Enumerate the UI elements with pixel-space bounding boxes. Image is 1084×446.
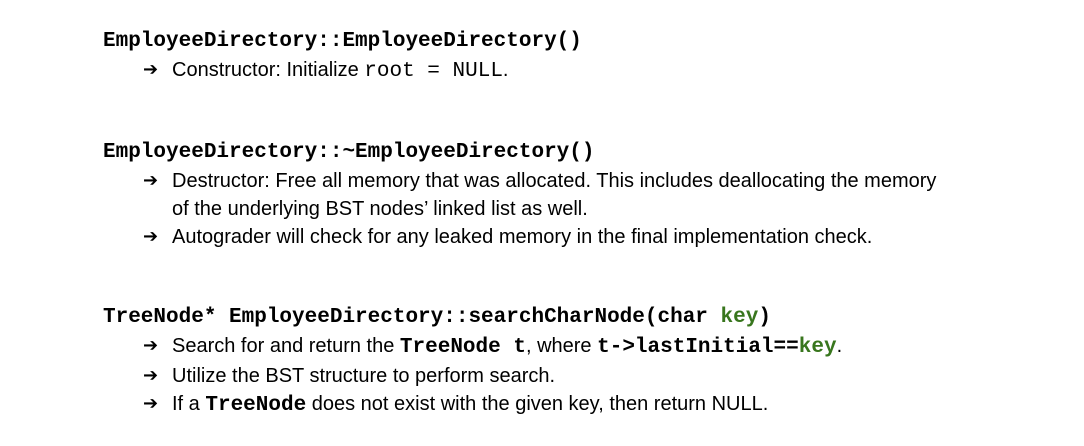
code-token: key bbox=[720, 306, 759, 329]
bullet-item: ➔ Autograder will check for any leaked me… bbox=[103, 223, 1084, 251]
function-signature: EmployeeDirectory::EmployeeDirectory() bbox=[103, 26, 1084, 56]
function-signature: EmployeeDirectory::~EmployeeDirectory() bbox=[103, 137, 1084, 167]
text-run: Constructor: Initialize bbox=[172, 59, 365, 81]
text-run: Autograder will check for any leaked mem… bbox=[172, 226, 873, 248]
text-run: , where bbox=[525, 335, 598, 357]
bullet-item: ➔ Destructor: Free all memory that was al… bbox=[103, 167, 1084, 223]
bullet-text: Destructor: Free all memory that was all… bbox=[172, 167, 954, 223]
function-spec-list: EmployeeDirectory::EmployeeDirectory()➔ C… bbox=[103, 26, 1084, 420]
arrow-bullet-icon: ➔ bbox=[143, 335, 159, 356]
code-token: EmployeeDirectory::~EmployeeDirectory() bbox=[103, 141, 595, 164]
code-token: t->lastInitial== bbox=[597, 336, 799, 359]
bullet-text: If a TreeNode does not exist with the gi… bbox=[172, 390, 768, 420]
bullet-text: Search for and return the TreeNode t, wh… bbox=[172, 332, 842, 362]
arrow-bullet-icon: ➔ bbox=[143, 170, 159, 191]
code-token: key bbox=[798, 336, 837, 359]
bullet-item: ➔ Search for and return the TreeNode t, w… bbox=[103, 332, 1084, 362]
function-signature: TreeNode* EmployeeDirectory::searchCharN… bbox=[103, 302, 1084, 332]
text-run: does not exist with the given key, then … bbox=[306, 393, 769, 415]
text-run: If a bbox=[172, 393, 206, 415]
code-token: TreeNode t bbox=[399, 336, 526, 359]
bullet-text: Autograder will check for any leaked mem… bbox=[172, 223, 872, 251]
bullet-text: Utilize the BST structure to perform sea… bbox=[172, 362, 555, 390]
section-destructor-spec: EmployeeDirectory::~EmployeeDirectory()➔… bbox=[103, 137, 1084, 251]
section-search-char-node-spec: TreeNode* EmployeeDirectory::searchCharN… bbox=[103, 302, 1084, 420]
arrow-bullet-icon: ➔ bbox=[143, 226, 159, 247]
text-run: . bbox=[836, 335, 843, 357]
text-run: Search for and return the bbox=[172, 335, 400, 357]
bullet-item: ➔ Utilize the BST structure to perform se… bbox=[103, 362, 1084, 390]
text-run: Utilize the BST structure to perform sea… bbox=[172, 365, 556, 387]
code-token: root = NULL bbox=[364, 60, 503, 83]
code-token: ) bbox=[758, 306, 771, 329]
arrow-bullet-icon: ➔ bbox=[143, 59, 159, 80]
code-token: TreeNode* EmployeeDirectory::searchCharN… bbox=[103, 306, 721, 329]
code-token: EmployeeDirectory::EmployeeDirectory() bbox=[103, 30, 582, 53]
bullet-text: Constructor: Initialize root = NULL. bbox=[172, 56, 508, 86]
bullet-item: ➔ Constructor: Initialize root = NULL. bbox=[103, 56, 1084, 86]
bullet-item: ➔ If a TreeNode does not exist with the g… bbox=[103, 390, 1084, 420]
arrow-bullet-icon: ➔ bbox=[143, 393, 159, 414]
text-run: . bbox=[502, 59, 509, 81]
text-run: Destructor: Free all memory that was all… bbox=[172, 170, 937, 220]
code-token: TreeNode bbox=[205, 394, 307, 417]
section-constructor-spec: EmployeeDirectory::EmployeeDirectory()➔ C… bbox=[103, 26, 1084, 86]
arrow-bullet-icon: ➔ bbox=[143, 365, 159, 386]
